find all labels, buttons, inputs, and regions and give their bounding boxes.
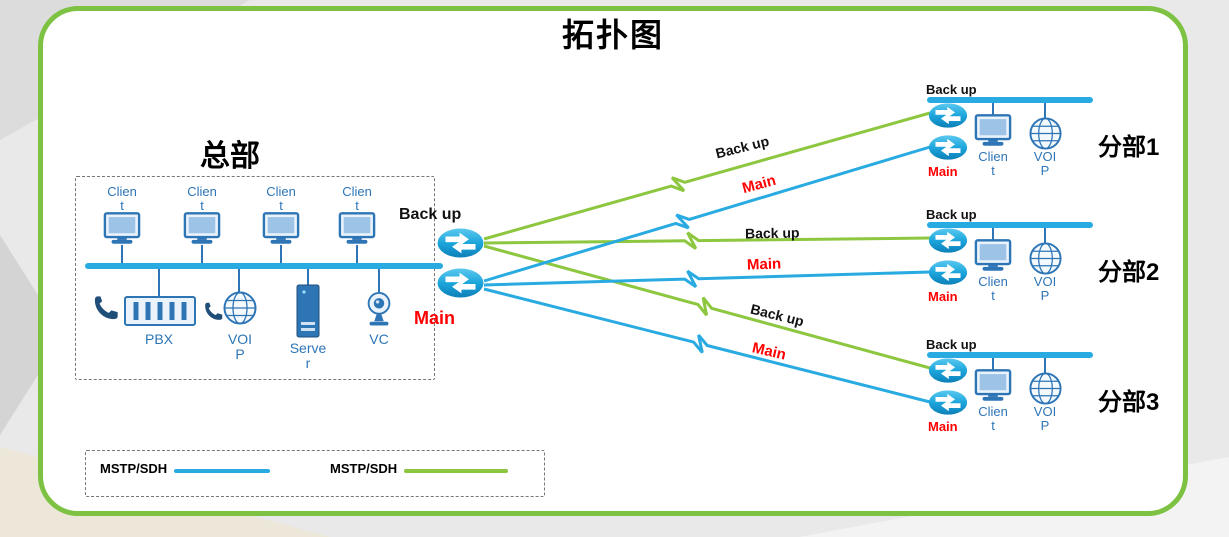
client-label: Clien t — [187, 184, 217, 213]
legend-line-backup — [404, 469, 508, 473]
hq-main-router-label: Main — [414, 308, 456, 328]
hq-backup-router-label: Back up — [399, 206, 462, 223]
voip-label: VOI P — [227, 331, 253, 362]
client-label: Clien t — [266, 184, 296, 213]
branch-name: 分部3 — [1098, 389, 1160, 416]
legend-line-main — [174, 469, 270, 473]
page-title: 拓扑图 — [561, 17, 664, 53]
branch-main-label: Main — [928, 164, 958, 179]
branch-client-label: Clien t — [978, 149, 1008, 178]
link-backup-label: Back up — [744, 224, 800, 242]
branch-main-label: Main — [928, 289, 958, 304]
link-main-label: Main — [746, 255, 782, 274]
branch-voip-label: VOI P — [1033, 404, 1057, 433]
branch-main-label: Main — [928, 419, 958, 434]
legend-box — [85, 450, 545, 497]
legend-label-backup: MSTP/SDH — [330, 461, 398, 476]
background-left-wedge — [0, 235, 38, 435]
branch-voip-label: VOI P — [1033, 149, 1057, 178]
pbx-label: PBX — [144, 331, 173, 347]
client-label: Clien t — [107, 184, 137, 213]
branch-voip-label: VOI P — [1033, 274, 1057, 303]
hq-boundary-box — [75, 176, 435, 380]
branch-backup-label: Back up — [926, 337, 977, 352]
branch-client-label: Clien t — [978, 274, 1008, 303]
branch-backup-label: Back up — [926, 82, 977, 97]
branch-name: 分部1 — [1098, 134, 1160, 161]
hq-label: 总部 — [200, 140, 260, 173]
server-label: Serve r — [289, 340, 327, 371]
branch-name: 分部2 — [1098, 259, 1160, 286]
vc-label: VC — [369, 331, 389, 347]
legend-label-main: MSTP/SDH — [100, 461, 168, 476]
client-label: Clien t — [342, 184, 372, 213]
branch-backup-label: Back up — [926, 207, 977, 222]
branch-client-label: Clien t — [978, 404, 1008, 433]
